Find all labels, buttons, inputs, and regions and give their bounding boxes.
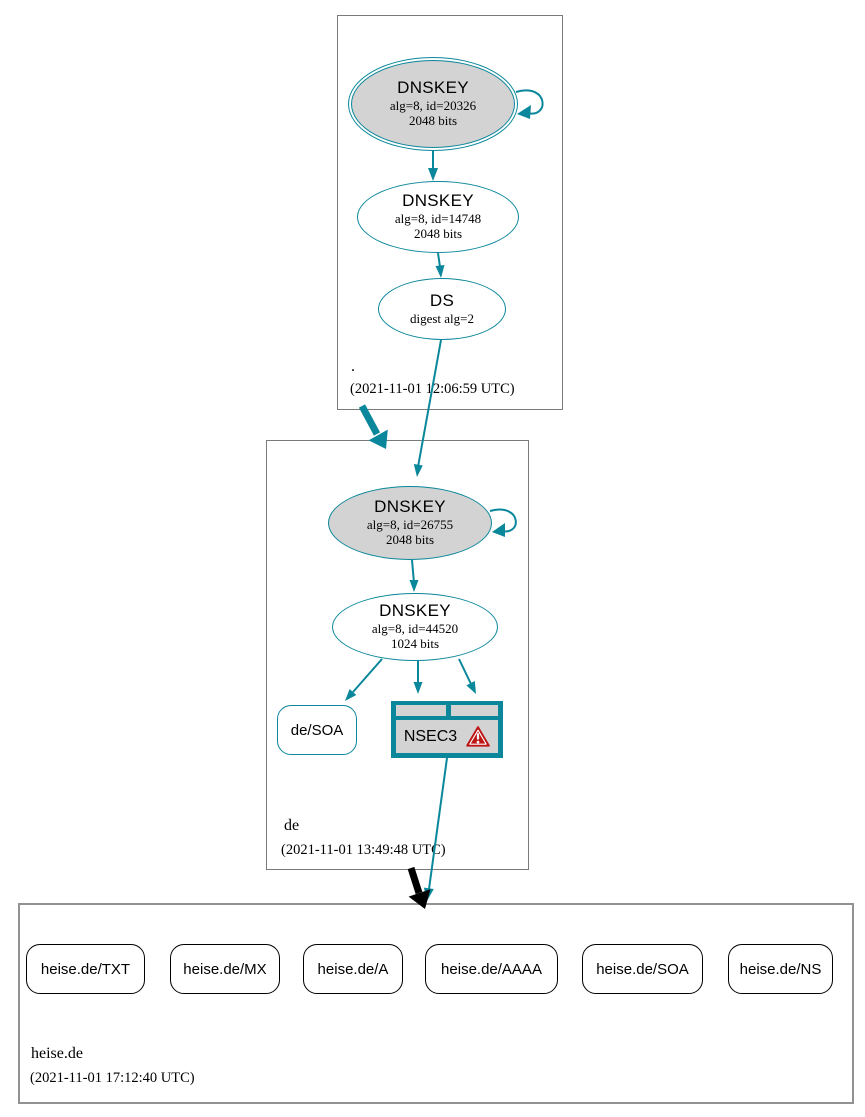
ds-title: DS xyxy=(429,290,455,310)
node-dnskey-26755[interactable]: DNSKEY alg=8, id=26755 2048 bits xyxy=(328,486,492,560)
dnskey-title: DNSKEY xyxy=(379,601,451,621)
node-heise-de-soa[interactable]: heise.de/SOA xyxy=(582,944,703,994)
zone-name-de: de xyxy=(284,817,300,834)
rrset-label: heise.de/TXT xyxy=(40,960,131,978)
nsec3-label: NSEC3 xyxy=(403,727,458,745)
dnskey-bits: 1024 bits xyxy=(390,636,440,652)
dnskey-bits: 2048 bits xyxy=(385,532,435,548)
zone-name-heise-de: heise.de xyxy=(31,1045,83,1062)
node-dnskey-20326-inner: DNSKEY alg=8, id=20326 2048 bits xyxy=(351,60,515,148)
node-dnskey-14748[interactable]: DNSKEY alg=8, id=14748 2048 bits xyxy=(357,181,519,253)
node-heise-de-a[interactable]: heise.de/A xyxy=(303,944,403,994)
nsec3-header-cell-left xyxy=(396,705,446,716)
dnskey-title: DNSKEY xyxy=(374,497,446,517)
zone-box-de xyxy=(266,440,529,870)
node-heise-de-ns[interactable]: heise.de/NS xyxy=(728,944,833,994)
dnskey-title: DNSKEY xyxy=(402,191,474,211)
node-heise-de-txt[interactable]: heise.de/TXT xyxy=(26,944,145,994)
node-heise-de-mx[interactable]: heise.de/MX xyxy=(170,944,280,994)
nsec3-header-cell-right xyxy=(451,705,498,716)
rrset-label: heise.de/AAAA xyxy=(441,960,542,978)
node-dnskey-44520[interactable]: DNSKEY alg=8, id=44520 1024 bits xyxy=(332,593,498,661)
node-de-soa[interactable]: de/SOA xyxy=(277,705,357,755)
zone-box-heise-de xyxy=(18,903,854,1104)
dnskey-bits: 2048 bits xyxy=(408,113,458,129)
zone-box-root xyxy=(337,15,563,410)
dnskey-bits: 2048 bits xyxy=(413,226,463,242)
dnskey-alg-id: alg=8, id=26755 xyxy=(366,517,454,533)
ds-digest: digest alg=2 xyxy=(409,310,475,326)
zone-timestamp-root: (2021-11-01 12:06:59 UTC) xyxy=(350,381,515,397)
node-nsec3[interactable]: NSEC3 xyxy=(391,701,503,758)
node-ds-de[interactable]: DS digest alg=2 xyxy=(378,278,506,340)
node-dnskey-20326[interactable]: DNSKEY alg=8, id=20326 2048 bits xyxy=(348,57,518,151)
rrset-label: heise.de/SOA xyxy=(596,960,689,978)
zone-timestamp-heise-de: (2021-11-01 17:12:40 UTC) xyxy=(30,1070,195,1086)
dnskey-title: DNSKEY xyxy=(397,78,469,98)
rrset-label: heise.de/MX xyxy=(183,960,267,978)
dnskey-alg-id: alg=8, id=44520 xyxy=(371,621,459,637)
warning-icon xyxy=(466,726,490,747)
rrset-label: heise.de/A xyxy=(317,960,389,978)
dnskey-alg-id: alg=8, id=14748 xyxy=(394,211,482,227)
rrset-label: de/SOA xyxy=(290,721,344,739)
zone-timestamp-de: (2021-11-01 13:49:48 UTC) xyxy=(281,842,446,858)
dnskey-alg-id: alg=8, id=20326 xyxy=(389,98,477,114)
node-heise-de-aaaa[interactable]: heise.de/AAAA xyxy=(425,944,558,994)
rrset-label: heise.de/NS xyxy=(739,960,822,978)
zone-name-root: . xyxy=(351,358,355,375)
